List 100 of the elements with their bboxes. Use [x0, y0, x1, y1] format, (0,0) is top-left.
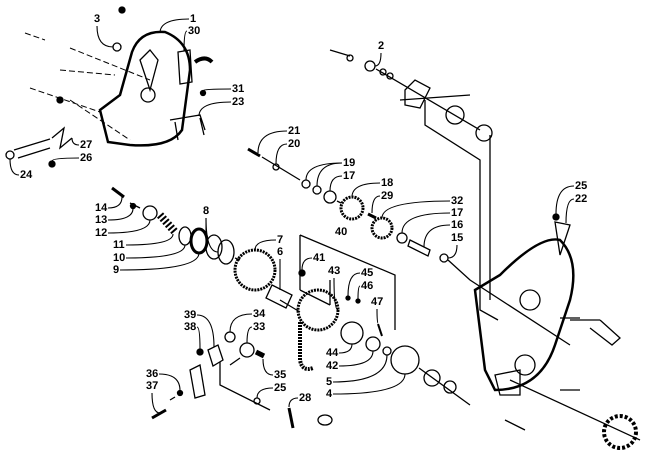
- leader-line: [371, 195, 380, 214]
- leader-line: [376, 309, 379, 324]
- sprocket: [370, 216, 394, 240]
- callout-number: 25: [575, 180, 588, 192]
- callout-number: 17: [343, 170, 356, 182]
- latch: [554, 221, 571, 256]
- leader-line: [202, 88, 231, 91]
- cover-plate: [177, 49, 193, 85]
- lever-eye: [5, 150, 15, 160]
- leader-line: [333, 374, 406, 395]
- leader-line: [301, 257, 312, 270]
- washer: [253, 397, 261, 405]
- leader-line: [9, 158, 20, 176]
- leader-line: [347, 272, 360, 296]
- sprocket: [340, 196, 364, 220]
- leader-line: [108, 220, 151, 234]
- leader-line: [196, 326, 201, 349]
- roller: [239, 342, 255, 358]
- bearing: [323, 190, 337, 204]
- washer: [364, 60, 376, 72]
- callout-number: 37: [146, 380, 158, 392]
- bushing: [265, 284, 293, 309]
- callout-number: 32: [451, 195, 464, 207]
- leader-line: [333, 278, 338, 310]
- leader-line: [256, 387, 274, 398]
- pin: [254, 350, 266, 358]
- leader-line: [159, 18, 190, 34]
- leader-line: [357, 286, 360, 299]
- spring: [157, 212, 178, 235]
- leader-line: [183, 30, 188, 51]
- washer: [382, 346, 392, 356]
- hub: [340, 321, 364, 345]
- leader-line: [198, 101, 232, 116]
- washer: [312, 185, 322, 195]
- leader-line: [275, 143, 288, 164]
- leader-line: [96, 26, 114, 48]
- leader-line: [246, 326, 252, 343]
- callout-number: 25: [274, 382, 286, 394]
- pin: [367, 212, 377, 220]
- callout-number: 30: [188, 25, 200, 37]
- bolt: [247, 148, 261, 158]
- leader-line: [288, 397, 298, 408]
- nut: [298, 269, 306, 277]
- leader-line: [448, 244, 458, 259]
- leader-line: [52, 157, 79, 162]
- washer: [130, 202, 136, 210]
- callout-number: 3: [94, 13, 100, 25]
- callout-number: 6: [277, 246, 284, 258]
- callout-number: 36: [146, 368, 158, 380]
- bearing: [190, 228, 208, 254]
- latch: [169, 114, 206, 141]
- leader-line: [338, 344, 353, 354]
- callout-number: 44: [326, 347, 338, 359]
- leader-line: [196, 314, 215, 348]
- callout-number: 42: [326, 360, 338, 372]
- callout-number: 41: [313, 252, 326, 264]
- leader-line: [316, 162, 342, 186]
- washer: [176, 390, 184, 396]
- callout-number: 14: [95, 202, 108, 214]
- pin: [288, 408, 294, 428]
- seal: [217, 239, 235, 265]
- seal: [205, 234, 223, 260]
- leader-line: [401, 212, 450, 234]
- callout-number: 31: [232, 83, 244, 95]
- leader-line: [257, 130, 288, 154]
- callout-number: 1: [190, 13, 196, 25]
- leader-line: [151, 393, 160, 414]
- callout-number: 22: [575, 193, 588, 205]
- callout-number: 5: [326, 376, 332, 388]
- callout-number: 24: [20, 169, 32, 181]
- grommet: [112, 42, 122, 52]
- nut: [552, 213, 560, 221]
- callout-number: 47: [371, 296, 384, 308]
- callout-number: 10: [113, 252, 126, 264]
- callout-number: 11: [113, 239, 125, 251]
- leader-line: [279, 259, 281, 290]
- callout-number: 28: [299, 392, 312, 404]
- callout-number: 35: [274, 369, 286, 381]
- callout-number: 40: [335, 226, 348, 238]
- leader-line: [205, 218, 218, 253]
- callout-number: 29: [381, 190, 394, 202]
- ring: [178, 226, 192, 246]
- nut: [345, 295, 351, 301]
- sprocket: [234, 248, 276, 292]
- callout-number: 33: [253, 321, 266, 333]
- roller: [224, 331, 236, 343]
- callout-number: 43: [328, 265, 340, 277]
- nut: [48, 160, 56, 168]
- callout-number: 23: [232, 96, 244, 108]
- nut: [355, 298, 361, 304]
- leader-line: [423, 224, 450, 248]
- spring: [52, 126, 72, 150]
- leader-line: [555, 185, 574, 214]
- callout-number: 39: [184, 309, 196, 321]
- callout-number: 34: [253, 308, 266, 320]
- callout-number: 16: [451, 219, 464, 231]
- leader-line: [262, 358, 274, 376]
- callout-number: 46: [361, 280, 374, 292]
- washer: [301, 179, 311, 189]
- bearing: [396, 232, 408, 244]
